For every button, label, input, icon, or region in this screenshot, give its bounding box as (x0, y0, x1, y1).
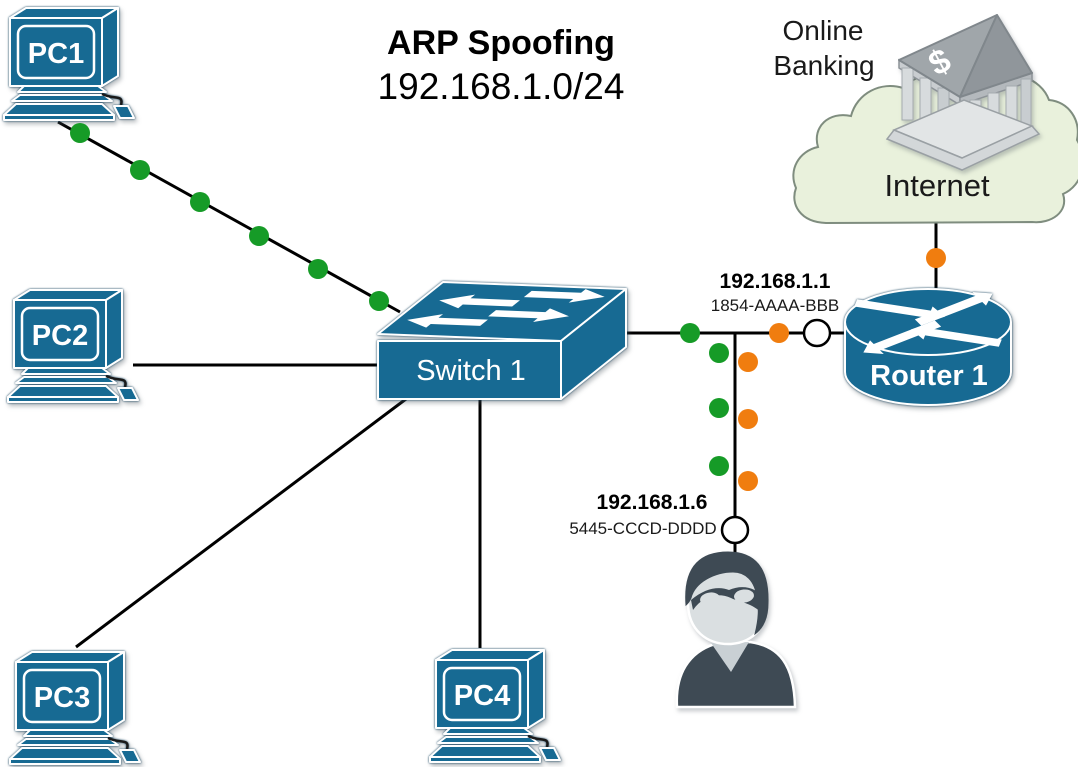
switch-arrow-left (407, 314, 488, 328)
packet-dot-orange (769, 323, 789, 343)
interface-circle-router (802, 318, 832, 348)
attacker-eye (734, 589, 754, 603)
bank-roof-side (959, 14, 1033, 98)
router1-label: Router 1 (870, 360, 988, 392)
bank-column (901, 67, 914, 121)
switch-front-face (377, 340, 562, 400)
packet-dot-orange (738, 471, 758, 491)
packet-dot-green (70, 123, 90, 143)
router-arrows (854, 291, 1002, 355)
internet-label: Internet (884, 168, 990, 203)
router-arrow-out-upright (914, 291, 993, 326)
packet-layer (70, 123, 946, 491)
packet-dot-green (709, 456, 729, 476)
link-layer (57, 120, 938, 649)
router-interface-mac: 1854-AAAA-BBB (711, 296, 840, 315)
online-banking-label-line1: Online (783, 15, 864, 46)
router-arrow-in-right (911, 323, 1002, 347)
pc4-label: PC4 (454, 680, 510, 712)
packet-dot-green (709, 343, 729, 363)
bank-column (1020, 78, 1032, 130)
attacker-chest (711, 642, 749, 672)
switch-arrow-right (523, 289, 605, 303)
switch-arrow-right (488, 308, 569, 322)
router-interface-ip: 192.168.1.1 (720, 270, 831, 293)
pc1-label: PC1 (28, 38, 84, 70)
bank-step-2 (885, 125, 1041, 171)
switch1-label: Switch 1 (416, 355, 526, 387)
diagram-subtitle: 192.168.1.0/24 (378, 66, 625, 107)
packet-dot-green (709, 398, 729, 418)
attacker-eye (700, 592, 720, 606)
pc2-label: PC2 (32, 320, 88, 352)
switch-arrow-left (439, 294, 520, 309)
packet-dot-green (190, 192, 210, 212)
link-pc3-switch1 (75, 397, 407, 649)
pc3-label: PC3 (34, 682, 90, 714)
switch-3d-box-icon (377, 281, 627, 400)
attacker-beanie (685, 551, 769, 636)
packet-dot-orange (738, 352, 758, 372)
masked-attacker-icon (675, 551, 797, 709)
bank-building-icon: $ (885, 14, 1041, 171)
packet-dot-green (369, 291, 389, 311)
router-arrow-in-left (854, 299, 945, 323)
packet-dot-orange (926, 248, 946, 268)
interface-circle-attacker (720, 515, 750, 545)
router-cylinder-icon (844, 288, 1012, 406)
attacker-interface-mac: 5445-CCCD-DDDD (569, 519, 716, 538)
online-banking-label-line2: Banking (773, 50, 874, 81)
attacker-interface-ip: 192.168.1.6 (597, 491, 708, 514)
packet-dot-green (130, 160, 150, 180)
switch-arrows (407, 289, 605, 328)
attacker-torso (675, 640, 797, 709)
packet-dot-green (308, 259, 328, 279)
packet-dot-orange (738, 409, 758, 429)
link-pc1-switch1 (57, 120, 401, 314)
packet-dot-green (249, 226, 269, 246)
packet-dot-green (680, 323, 700, 343)
diagram-title: ARP Spoofing (387, 24, 615, 62)
